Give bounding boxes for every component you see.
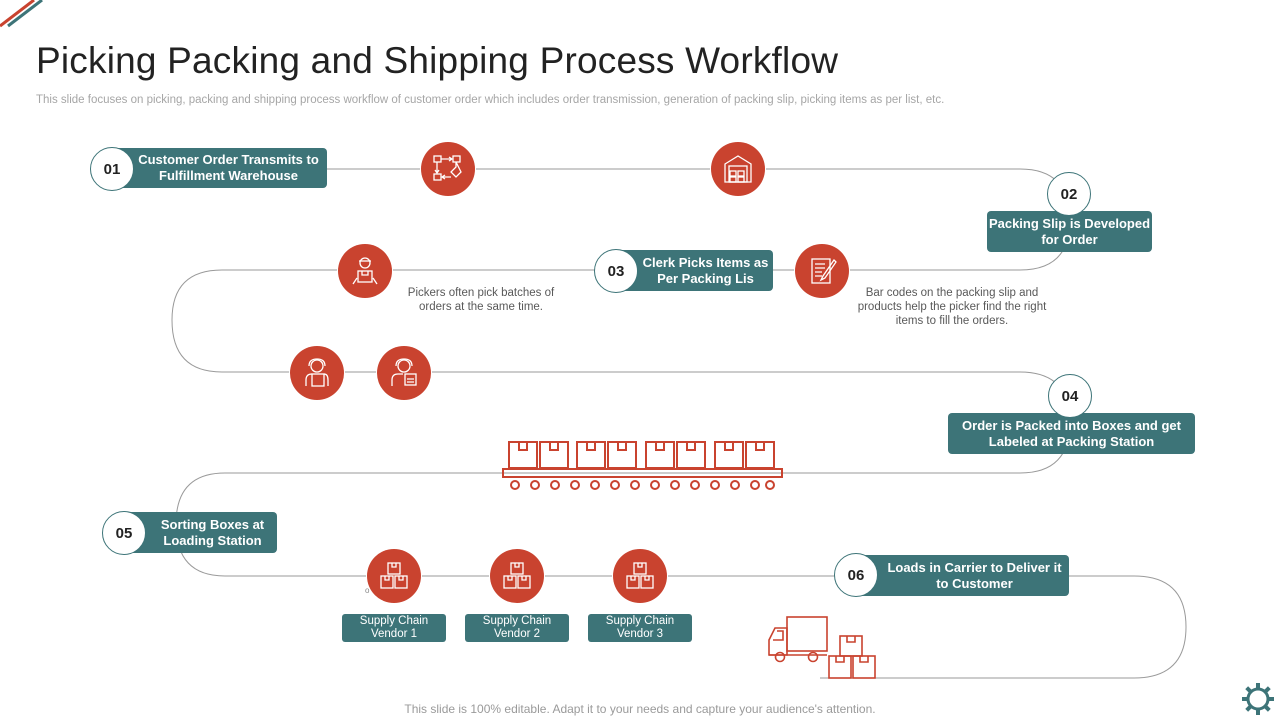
gear-icon <box>1242 683 1274 715</box>
step-05-number: 05 <box>102 511 146 555</box>
barcodes-note: Bar codes on the packing slip and produc… <box>857 287 1047 327</box>
step-06-label: Loads in Carrier to Deliver it to Custom… <box>856 555 1069 596</box>
page-title: Picking Packing and Shipping Process Wor… <box>36 40 839 81</box>
step-02-number: 02 <box>1047 172 1091 216</box>
worker-icon <box>377 346 431 400</box>
step-04-number: 04 <box>1048 374 1092 418</box>
worker-icon <box>290 346 344 400</box>
footer-note: This slide is 100% editable. Adapt it to… <box>404 702 876 716</box>
vendor-1-label: Supply Chain Vendor 1 <box>342 614 446 642</box>
step-05-label: Sorting Boxes at Loading Station <box>124 512 277 553</box>
small-mark: o <box>365 586 370 595</box>
boxes-icon <box>613 549 667 603</box>
step-02-label: Packing Slip is Developed for Order <box>987 211 1152 252</box>
page-subtitle: This slide focuses on picking, packing a… <box>36 94 945 106</box>
vendor-3-label: Supply Chain Vendor 3 <box>588 614 692 642</box>
step-03-label: Clerk Picks Items as Per Packing Lis <box>616 250 773 291</box>
vendor-2-label: Supply Chain Vendor 2 <box>465 614 569 642</box>
picker-icon <box>338 244 392 298</box>
step-01-number: 01 <box>90 147 134 191</box>
step-06-number: 06 <box>834 553 878 597</box>
clipboard-icon <box>795 244 849 298</box>
conveyor-boxes-icon <box>502 441 783 490</box>
boxes-icon <box>367 549 421 603</box>
pickers-note: Pickers often pick batches of orders at … <box>407 287 555 313</box>
corner-accent <box>0 0 43 28</box>
flowchart-icon <box>421 142 475 196</box>
boxes-icon <box>490 549 544 603</box>
step-01-label: Customer Order Transmits to Fulfillment … <box>112 148 327 188</box>
delivery-truck-icon <box>768 616 876 679</box>
warehouse-icon <box>711 142 765 196</box>
step-04-label: Order is Packed into Boxes and get Label… <box>948 413 1195 454</box>
step-03-number: 03 <box>594 249 638 293</box>
